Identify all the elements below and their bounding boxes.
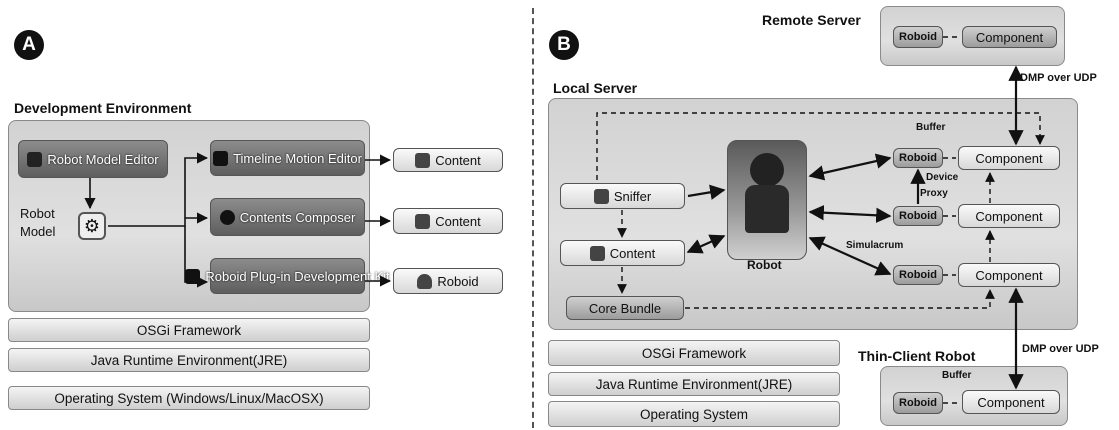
- device-label: Device: [926, 172, 959, 183]
- dmp-label-top: DMP over UDP: [1020, 72, 1097, 84]
- remote-component: Component: [962, 26, 1057, 48]
- roboid-output: Roboid: [393, 268, 503, 294]
- remote-server-title: Remote Server: [762, 12, 861, 28]
- sniffer-icon: [593, 188, 609, 204]
- robot-model-editor: Robot Model Editor: [18, 140, 168, 178]
- roboid-1: Roboid: [893, 148, 943, 168]
- roboid-3: Roboid: [893, 265, 943, 285]
- osgi-layer-b: OSGi Framework: [548, 340, 840, 366]
- robot-roboid3-arrow: [808, 236, 892, 276]
- sniffer-robot-arrow: [687, 184, 726, 200]
- proxy-label: Proxy: [920, 188, 948, 199]
- mask-icon: [415, 213, 431, 229]
- robot-roboid1-arrow: [808, 153, 892, 181]
- dashed-core-bottom: [685, 289, 995, 309]
- robot-label: Robot: [747, 258, 782, 272]
- timeline-icon: [213, 150, 229, 166]
- panel-divider: [532, 8, 534, 428]
- content-robot-arrow: [686, 234, 726, 254]
- remote-roboid: Roboid: [893, 26, 943, 48]
- buffer-label-top: Buffer: [916, 122, 946, 133]
- content-output-2: Content: [393, 208, 503, 234]
- thin-roboid: Roboid: [893, 392, 943, 414]
- development-environment-title: Development Environment: [14, 100, 192, 116]
- robot-model-gear-icon: ⚙: [78, 212, 106, 240]
- robot-roboid2-arrow: [808, 205, 892, 223]
- mask-icon: [589, 245, 605, 261]
- os-layer-b: Operating System: [548, 401, 840, 427]
- local-server-title: Local Server: [553, 80, 638, 96]
- component-2: Component: [958, 204, 1060, 228]
- gear-icon: [27, 151, 43, 167]
- composer-icon: [219, 209, 235, 225]
- buffer-label-bottom: Buffer: [942, 370, 972, 381]
- roboid-2: Roboid: [893, 206, 943, 226]
- roboid-plugin-kit: Roboid Plug-in Development Kit: [185, 258, 390, 294]
- core-bundle-box: Core Bundle: [566, 296, 684, 320]
- model-to-plugin-arrow: [184, 226, 209, 288]
- roboid-icon: [185, 268, 201, 284]
- contents-composer: Contents Composer: [210, 198, 365, 236]
- content-icon: [415, 152, 431, 168]
- robot-body-icon: [745, 185, 789, 233]
- timeline-motion-editor: Timeline Motion Editor: [210, 140, 365, 176]
- robot-model-label: Robot Model: [20, 206, 56, 239]
- jre-layer-a: Java Runtime Environment(JRE): [8, 348, 370, 372]
- component-3: Component: [958, 263, 1060, 287]
- section-a-marker: A: [14, 30, 44, 60]
- model-to-timeline-arrow: [108, 152, 209, 227]
- content-output-1: Content: [393, 148, 503, 172]
- osgi-layer-a: OSGi Framework: [8, 318, 370, 342]
- dmp-label-bottom: DMP over UDP: [1022, 343, 1099, 355]
- thin-client-title: Thin-Client Robot: [858, 348, 976, 364]
- content-box: Content: [560, 240, 685, 266]
- roboid-figure-icon: [417, 273, 433, 289]
- section-b-marker: B: [549, 30, 579, 60]
- os-layer-a: Operating System (Windows/Linux/MacOSX): [8, 386, 370, 410]
- dashed-loop-top: [596, 112, 1045, 180]
- jre-layer-b: Java Runtime Environment(JRE): [548, 372, 840, 396]
- robot-icon: [750, 153, 784, 187]
- component-1: Component: [958, 146, 1060, 170]
- robot-box: [727, 140, 807, 260]
- thin-component: Component: [962, 390, 1060, 414]
- sniffer-box: Sniffer: [560, 183, 685, 209]
